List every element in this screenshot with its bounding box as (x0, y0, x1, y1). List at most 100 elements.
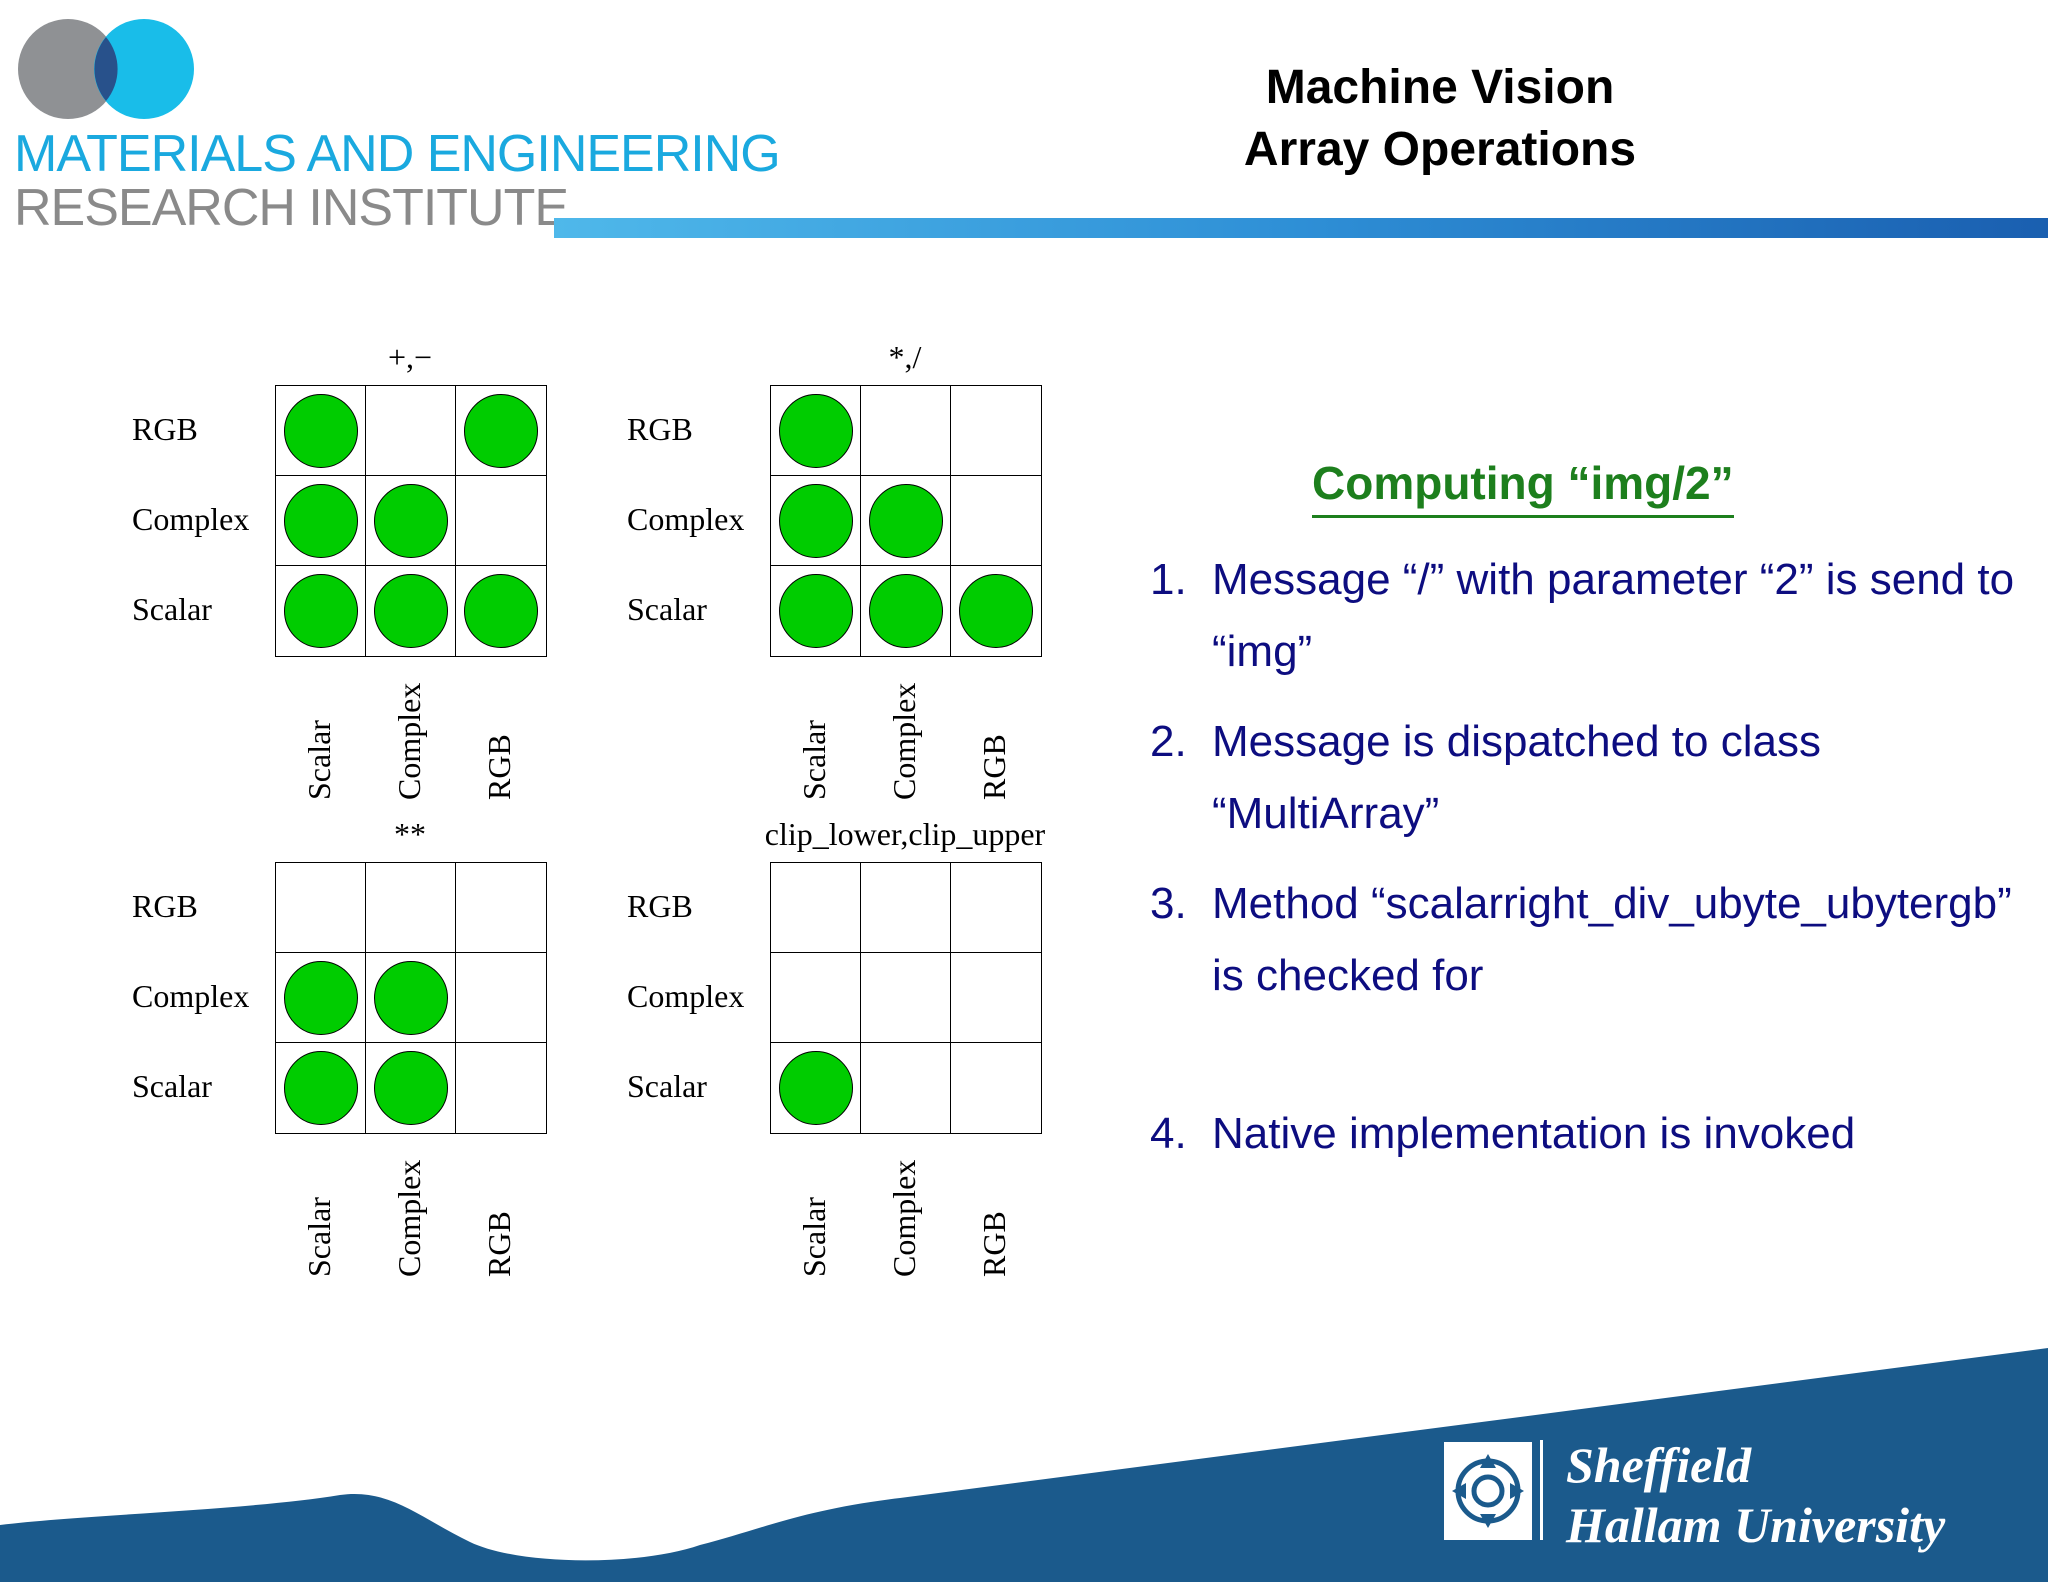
supported-marker (958, 573, 1033, 648)
grid-cell (365, 385, 457, 477)
grid-cell (770, 862, 862, 954)
column-label: Scalar (301, 720, 337, 800)
supported-marker (283, 393, 358, 468)
institute-name-line1: MATERIALS AND ENGINEERING (14, 125, 781, 183)
supported-marker (778, 1050, 853, 1125)
supported-marker (373, 1050, 448, 1125)
step-text: Message “/” with parameter “2” is send t… (1212, 555, 2015, 676)
slide-title-line2: Array Operations (1243, 123, 1637, 176)
institute-logo-circles (18, 19, 194, 119)
step-text: Message is dispatched to class “MultiArr… (1212, 717, 1821, 838)
grid-cell (455, 862, 547, 954)
university-divider (1540, 1440, 1543, 1540)
grid-cell (275, 862, 367, 954)
column-label: Scalar (796, 1197, 832, 1277)
grid-cell (950, 862, 1042, 954)
grid-title: +,− (387, 339, 433, 375)
grid-cell (275, 385, 367, 477)
supported-marker (778, 393, 853, 468)
university-name-line1: Sheffield (1566, 1437, 1752, 1493)
supported-marker (283, 483, 358, 558)
supported-marker (463, 573, 538, 648)
grid-cell (950, 1042, 1042, 1134)
grid-cell (950, 475, 1042, 567)
row-label: RGB (132, 888, 198, 924)
column-label: Complex (886, 682, 922, 800)
grid-title: *,/ (888, 339, 922, 375)
section-subtitle: Computing “img/2” (1312, 458, 1734, 518)
step-number: 3. (1150, 879, 1187, 928)
row-label: Scalar (627, 591, 707, 627)
grid-cell (365, 862, 457, 954)
grid-cell (275, 952, 367, 1044)
row-label: Complex (627, 501, 745, 537)
column-label: RGB (976, 1211, 1012, 1277)
grid-cell (770, 952, 862, 1044)
step-number: 4. (1150, 1109, 1187, 1158)
column-label: RGB (976, 734, 1012, 800)
column-label: Scalar (796, 720, 832, 800)
supported-marker (373, 573, 448, 648)
grid-cell (275, 475, 367, 567)
step-text: Method “scalarright_div_ubyte_ubytergb” … (1212, 879, 2012, 1000)
row-label: RGB (627, 888, 693, 924)
header-divider-bar (554, 218, 2048, 238)
grid-cell (950, 385, 1042, 477)
supported-marker (283, 960, 358, 1035)
grid-cell (860, 862, 952, 954)
row-label: RGB (132, 411, 198, 447)
step-item: 2. Message is dispatched to class “Multi… (1150, 706, 2030, 850)
step-number: 2. (1150, 717, 1187, 766)
step-number: 1. (1150, 555, 1187, 604)
supported-marker (868, 573, 943, 648)
step-item: 1. Message “/” with parameter “2” is sen… (1150, 544, 2030, 688)
supported-marker (868, 483, 943, 558)
supported-marker (778, 573, 853, 648)
grid-cell (770, 385, 862, 477)
column-label: Complex (391, 1159, 427, 1277)
grid-cell (365, 952, 457, 1044)
grid-cell (770, 565, 862, 657)
grid-title: clip_lower,clip_upper (764, 816, 1046, 852)
column-label: RGB (481, 734, 517, 800)
grid-cell (860, 385, 952, 477)
grid-cell (455, 475, 547, 567)
grid-cell (950, 952, 1042, 1044)
university-name-line2: Hallam University (1566, 1497, 1946, 1553)
supported-marker (283, 573, 358, 648)
supported-marker (373, 483, 448, 558)
grid-cell (770, 475, 862, 567)
row-label: Complex (132, 501, 250, 537)
grid-cell (365, 475, 457, 567)
slide-title-line1: Machine Vision (1265, 61, 1615, 114)
grid-cell (455, 1042, 547, 1134)
column-label: Scalar (301, 1197, 337, 1277)
grid-cell (275, 1042, 367, 1134)
grid-cell (950, 565, 1042, 657)
grid-cell (860, 1042, 952, 1134)
university-crest-icon (1444, 1442, 1532, 1540)
row-label: Complex (627, 978, 745, 1014)
step-item: 4. Native implementation is invoked (1150, 1098, 2030, 1170)
column-label: Complex (391, 682, 427, 800)
column-label: Complex (886, 1159, 922, 1277)
row-label: Scalar (132, 1068, 212, 1104)
grid-cell (455, 565, 547, 657)
grid-cell (275, 565, 367, 657)
grid-title: ** (394, 816, 426, 852)
grid-cell (770, 1042, 862, 1134)
row-label: RGB (627, 411, 693, 447)
grid-cell (860, 475, 952, 567)
supported-marker (463, 393, 538, 468)
grid-cell (860, 565, 952, 657)
row-label: Complex (132, 978, 250, 1014)
column-label: RGB (481, 1211, 517, 1277)
grid-cell (365, 1042, 457, 1134)
supported-marker (373, 960, 448, 1035)
institute-name-line2: RESEARCH INSTITUTE (14, 179, 569, 237)
supported-marker (778, 483, 853, 558)
step-item: 3. Method “scalarright_div_ubyte_ubyterg… (1150, 868, 2030, 1084)
row-label: Scalar (132, 591, 212, 627)
row-label: Scalar (627, 1068, 707, 1104)
grid-cell (860, 952, 952, 1044)
